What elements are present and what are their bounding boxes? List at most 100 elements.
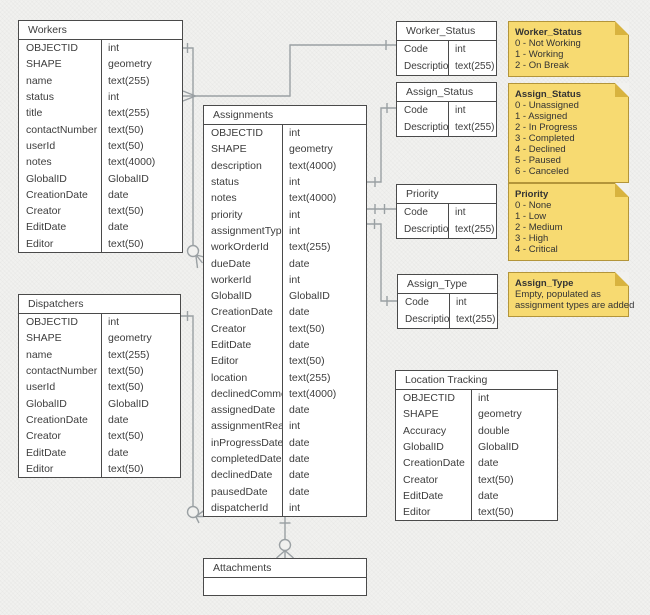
field-name: Editor (211, 355, 239, 368)
field-name: completedDate (211, 453, 282, 466)
field-row: Editor text(50) (204, 353, 366, 370)
field-row: title text(255) (19, 105, 182, 122)
note-line: 2 - In Progress (515, 122, 578, 133)
field-row: GlobalID GlobalID (204, 287, 366, 305)
note-line: 5 - Paused (515, 155, 561, 166)
entity-table-dispatchers: Dispatchers OBJECTID int SHAPE geometry … (18, 294, 181, 478)
field-name: GlobalID (211, 290, 252, 303)
field-name: SHAPE (403, 408, 439, 421)
field-type: date (282, 304, 366, 321)
field-row: EditDate date (396, 487, 557, 505)
field-type: int (448, 41, 496, 58)
field-name: EditDate (211, 339, 252, 351)
connector-assignments-attachments (276, 514, 294, 559)
field-row: completedDate date (204, 450, 366, 468)
field-row: Editor text(50) (19, 460, 180, 477)
field-row: OBJECTID int (204, 125, 366, 142)
field-row: GlobalID GlobalID (19, 170, 182, 187)
table-title: Priority (397, 185, 496, 204)
field-type: text(4000) (282, 157, 366, 174)
field-row: contactNumber text(50) (19, 121, 182, 138)
field-type: date (282, 402, 366, 419)
field-type: int (101, 314, 180, 331)
field-type: int (282, 125, 366, 142)
field-name: CreationDate (211, 306, 273, 319)
field-name: Description (404, 61, 448, 72)
field-type: GlobalID (101, 170, 182, 187)
field-row: CreationDate date (19, 411, 180, 429)
field-name: declinedComment (211, 387, 282, 400)
field-type: int (101, 88, 182, 106)
field-row: userId text(50) (19, 137, 182, 155)
field-row: Code int (398, 294, 497, 311)
field-name: notes (26, 156, 52, 169)
field-row: Description text(255) (397, 58, 496, 75)
table-body: Code int Description text(255) (397, 41, 496, 75)
field-name: Accuracy (403, 424, 447, 437)
field-type: text(255) (449, 311, 497, 328)
field-name: dueDate (211, 257, 251, 270)
field-name: EditDate (26, 221, 67, 234)
connector-workers-assignments (183, 43, 205, 269)
field-name: Editor (26, 237, 54, 250)
field-name: dispatcherId (211, 501, 269, 514)
field-row: status int (19, 88, 182, 106)
field-name: OBJECTID (403, 392, 455, 405)
field-type: text(255) (282, 239, 366, 256)
field-type: text(255) (448, 221, 496, 238)
note-title: Priority (515, 189, 549, 200)
field-type: date (101, 186, 182, 203)
field-name: Code (405, 297, 429, 308)
field-row: description text(4000) (204, 157, 366, 174)
field-type: date (282, 434, 366, 451)
field-type: text(50) (471, 504, 557, 521)
field-type: date (282, 450, 366, 468)
table-title: Location Tracking (396, 371, 557, 390)
field-type: date (101, 411, 180, 429)
field-type: date (471, 487, 557, 505)
field-type: text(50) (471, 471, 557, 488)
field-name: assignmentType (211, 224, 282, 237)
field-row: assignmentType int (204, 222, 366, 240)
field-row: CreationDate date (204, 304, 366, 321)
entity-table-assign-status: Assign_Status Code int Description text(… (396, 82, 497, 137)
field-type: text(50) (101, 428, 180, 445)
field-name: pausedDate (211, 485, 268, 498)
field-type: int (282, 222, 366, 240)
field-name: workerId (211, 273, 252, 286)
field-row: name text(255) (19, 346, 180, 363)
field-name: workOrderId (211, 241, 269, 254)
field-type: int (282, 173, 366, 191)
table-body: OBJECTID int SHAPE geometry Accuracy dou… (396, 390, 557, 521)
note-line: 1 - Working (515, 49, 564, 60)
field-type: int (282, 271, 366, 288)
field-row: Creator text(50) (396, 471, 557, 488)
table-title: Workers (19, 21, 182, 40)
note-line: 4 - Critical (515, 244, 558, 255)
field-name: Creator (26, 430, 62, 443)
field-name: userId (26, 139, 56, 152)
field-row: EditDate date (19, 444, 180, 461)
table-body: OBJECTID int SHAPE geometry description … (204, 125, 366, 517)
field-type: text(255) (101, 346, 180, 363)
table-title: Attachments (204, 559, 366, 578)
field-type: text(50) (101, 137, 182, 155)
field-name: name (26, 348, 53, 361)
table-title: Dispatchers (19, 295, 180, 314)
field-name: Code (404, 105, 428, 116)
note-title: Assign_Status (515, 89, 581, 100)
field-name: Editor (403, 506, 431, 519)
field-type: text(50) (101, 202, 182, 220)
connector-dispatchers-assignments (181, 311, 205, 524)
connector-assignments-assignstatus (367, 103, 396, 187)
field-row: assignedDate date (204, 402, 366, 419)
field-row: OBJECTID int (396, 390, 557, 407)
note-title: Worker_Status (515, 27, 582, 38)
field-row: Code int (397, 102, 496, 119)
field-row: SHAPE geometry (204, 141, 366, 158)
field-name: OBJECTID (211, 127, 263, 140)
note-line: 3 - Completed (515, 133, 575, 144)
